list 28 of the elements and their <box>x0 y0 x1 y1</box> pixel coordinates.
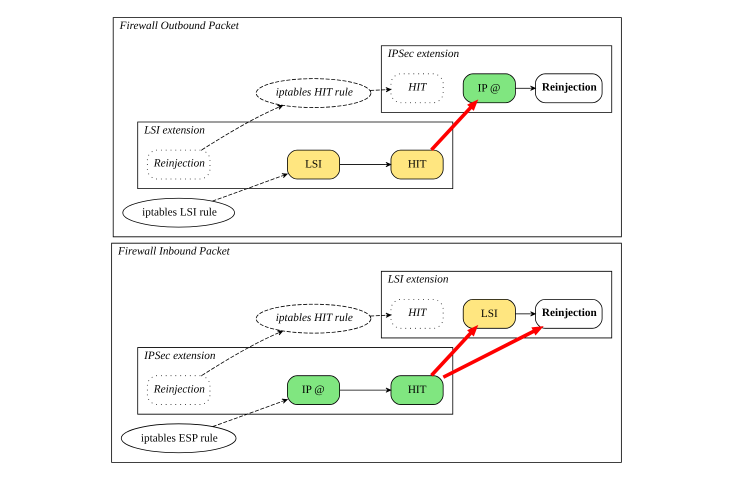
node-box: LSI <box>462 299 516 329</box>
node-box: Reinjection <box>146 150 210 180</box>
node-box: IP @ <box>287 375 340 405</box>
node-box: IP @ <box>462 73 516 104</box>
arrow <box>201 330 284 376</box>
node-ellipse: iptables HIT rule <box>256 304 372 334</box>
arrow <box>339 162 392 168</box>
node-box: HIT <box>390 150 444 180</box>
node-box: LSI <box>287 150 340 180</box>
node-ellipse: iptables ESP rule <box>120 423 236 454</box>
arrow <box>430 324 478 377</box>
arrow <box>201 104 284 150</box>
arrow <box>339 388 392 393</box>
arrow <box>370 87 392 92</box>
arrow <box>430 99 478 152</box>
node-box: HIT <box>390 375 444 405</box>
node-box: Reinjection <box>535 73 602 104</box>
node-ellipse: iptables LSI rule <box>122 198 235 228</box>
node-box: Reinjection <box>146 375 210 405</box>
node-box: Reinjection <box>535 299 602 329</box>
arrow <box>442 326 544 379</box>
arrow <box>515 86 536 91</box>
arrow <box>212 398 288 427</box>
node-ellipse: iptables HIT rule <box>256 78 372 108</box>
arrow <box>515 311 536 316</box>
node-box: HIT <box>390 73 444 104</box>
arrow <box>370 312 392 318</box>
node-box: HIT <box>390 299 444 329</box>
